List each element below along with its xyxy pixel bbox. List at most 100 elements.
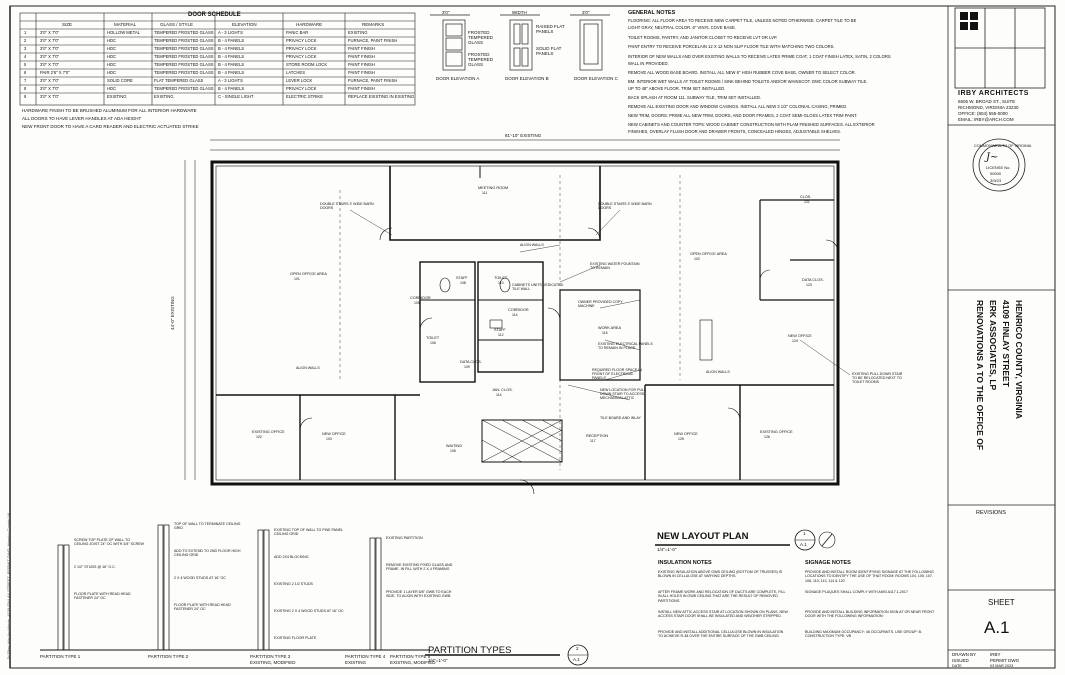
schedule-cell: 5 (24, 62, 27, 67)
revisions-label: REVISIONS (976, 510, 1006, 516)
plan-callout: EXISTING PULL DOWN STAIR TO BE RELOCATED… (852, 372, 903, 385)
plan-callout: DOUBLE STAIRS 3' WIDE BARN DOORS (598, 202, 652, 211)
room-name: NEW OFFICE (674, 432, 698, 436)
schedule-cell: TEMPERED FROSTED GLASS (154, 86, 214, 91)
signage-title: SIGNAGE NOTES (805, 560, 851, 566)
room-number: 102 (256, 435, 262, 439)
partition-note: ADD TO EXTEND TO 2ND FLOOR HIGH CEILING … (174, 549, 241, 558)
room-number: 108 (460, 281, 466, 285)
schedule-note: HARDWARE FINISH TO BE BRUSHED ALUMINUM F… (22, 108, 197, 113)
elevation-label: DOOR ELEVATION A (436, 76, 480, 81)
schedule-header-hardware: HARDWARE (296, 22, 323, 27)
schedule-cell: B - 4 PANELS (218, 54, 245, 59)
schedule-cell: PAINT FINISH (348, 62, 375, 67)
schedule-cell: HDC (107, 70, 117, 75)
plan-callout: DOUBLE STAIRS 3' WIDE BARN DOORS (320, 202, 374, 211)
plan-tag-number: 1 (803, 531, 806, 536)
schedule-cell: 4 (24, 54, 27, 59)
schedule-cell: PRIVACY LOCK (286, 46, 317, 51)
firm-logo (960, 12, 978, 30)
schedule-cell: FLAT TEMPERED GLASS (154, 78, 204, 83)
plan-callout: ALIGN WALLS (706, 370, 730, 374)
room-name: WORK AREA (598, 326, 621, 330)
schedule-cell: PRIVACY LOCK (286, 38, 317, 43)
partition-note: ADD 2X4 BLOCKING (274, 555, 309, 559)
schedule-cell: LEVER LOCK (286, 78, 313, 83)
general-note-line: FLOORING: ALL FLOOR AREA TO RECEIVE NEW … (628, 18, 857, 23)
partition-tag-number: 2 (576, 646, 579, 651)
schedule-cell: EXISTING (348, 30, 368, 35)
general-note-line: INTERIOR OF NEW WALLS AND OVER EXISTING … (628, 54, 891, 59)
schedule-cell: 3'0" X 7'0" (40, 46, 60, 51)
elevation-callout: RAISED FLAT PANELS (536, 24, 565, 34)
room-name: DATA CLOS. (802, 278, 824, 282)
schedule-cell: A - 3 LIGHTS (218, 30, 243, 35)
room-number: 123 (806, 283, 812, 287)
room-number: 109 (464, 365, 470, 369)
signage-note: PROVIDE AND INSTALL BUILDING INFORMATION… (805, 610, 935, 619)
schedule-header-size: SIZE (62, 22, 73, 27)
schedule-cell: TEMPERED FROSTED GLASS (154, 38, 214, 43)
schedule-cell: HOLLOW METAL (107, 30, 140, 35)
general-note-line: BM: INTERIOR WET WALLS AT TOILET ROOMS /… (628, 79, 868, 84)
schedule-cell: TEMPERED FROSTED GLASS (154, 30, 214, 35)
room-number: 121 (804, 200, 810, 204)
room-name: CORRIDOR (410, 296, 431, 300)
seal-line: 00000 (990, 171, 1002, 176)
seal-line: LICENSE No. (986, 165, 1011, 170)
signage-note: PROVIDE AND INSTALL ROOM IDENTIFYING SIG… (805, 570, 934, 583)
project-line: 4109 FINLAY STREET (1001, 300, 1011, 387)
schedule-cell: 3'0" X 7'0" (40, 62, 60, 67)
firm-line: EMAIL: IRBY@ARCH.COM (958, 117, 1014, 122)
room-number: 105 (414, 301, 420, 305)
elevation-label: DOOR ELEVATION B (505, 76, 549, 81)
room-number: 103 (326, 437, 332, 441)
general-note-line: LIGHT GRAY, NEUTRAL COLOR. 6" VINYL COVE… (628, 25, 736, 30)
footer-item: DATE (952, 664, 962, 668)
room-number: 125 (678, 437, 684, 441)
elevation-dim: 3'0" (582, 10, 590, 15)
room-number: 106 (430, 341, 436, 345)
plan-callout: NEW LOCATION FOR PULL DOWN STAIR TO ACCE… (600, 388, 646, 401)
schedule-cell: B - 4 PANELS (218, 86, 245, 91)
schedule-cell: LATCHES (286, 70, 306, 75)
plan-callout: TILE BOARD AND INLAY (600, 416, 641, 420)
room-number: 112 (498, 333, 504, 337)
partition-note: FLOOR PLATE WITH READ HEAD FASTENER 24" … (74, 592, 131, 601)
partition-type-label: PARTITION TYPE 2 (148, 654, 189, 659)
room-name: TOILET (426, 336, 440, 340)
project-line: RENOVATIONS A TO THE OFFICE OF (975, 300, 985, 451)
insulation-note: PROVIDE AND INSTALL ADDITIONAL CELLULOSE… (658, 630, 784, 639)
room-number: 111 (482, 191, 488, 195)
partition-type-sub: EXISTING, MODIFIED (250, 660, 296, 665)
schedule-cell: 2 (24, 38, 27, 43)
firm-line: RICHMOND, VIRGINIA 23230 (958, 105, 1019, 110)
plan-callout: ALIGN WALLS (296, 366, 320, 370)
schedule-cell: B - 4 PANELS (218, 38, 245, 43)
plan-tag-sheet: A.1 (800, 542, 807, 547)
room-number: 106 (450, 449, 456, 453)
plan-callout: REQUIRED FLOOR SPACE IN FRONT OF ELECTRI… (592, 368, 642, 381)
general-note-line: REMOVE ALL EXISTING DOOR AND WINDOW CASI… (628, 104, 848, 109)
room-name: JAN. CLOS. (492, 388, 513, 392)
schedule-cell: PAINT FINISH (348, 70, 375, 75)
room-name: NEW OFFICE (322, 432, 346, 436)
partition-note: SCREW TOP PLATE OF WALL TO CEILING JOIST… (74, 538, 144, 547)
schedule-cell: ELECTRIC STRIKE (286, 94, 323, 99)
dimension-top: 81'-10" EXISTING (505, 133, 542, 138)
schedule-cell: HDC (107, 46, 117, 51)
room-name: STAFF (494, 328, 506, 332)
project-line: ERK ASSOCIATES, LP (988, 300, 998, 391)
general-note-line: FINISHES, OVERLAY FLUSH DOOR AND DRAWER … (628, 129, 842, 134)
room-number: 114 (496, 393, 502, 397)
footer-item: IRBY (990, 652, 1001, 657)
schedule-cell: 9 (24, 94, 27, 99)
schedule-cell: PANIC BAR (286, 30, 309, 35)
schedule-cell: B - 4 PANELS (218, 70, 245, 75)
schedule-cell: 8 (24, 86, 27, 91)
schedule-cell: SOLID CORE (107, 78, 133, 83)
general-note-line: NEW TRIM, DOORS: PRIME ALL NEW TRIM, DOO… (628, 113, 858, 118)
partition-note: EXISTING 2 1/2 STUDS (274, 582, 313, 586)
partition-note: FLOOR PLATE WITH READ HEAD FASTENER 24" … (174, 603, 231, 612)
